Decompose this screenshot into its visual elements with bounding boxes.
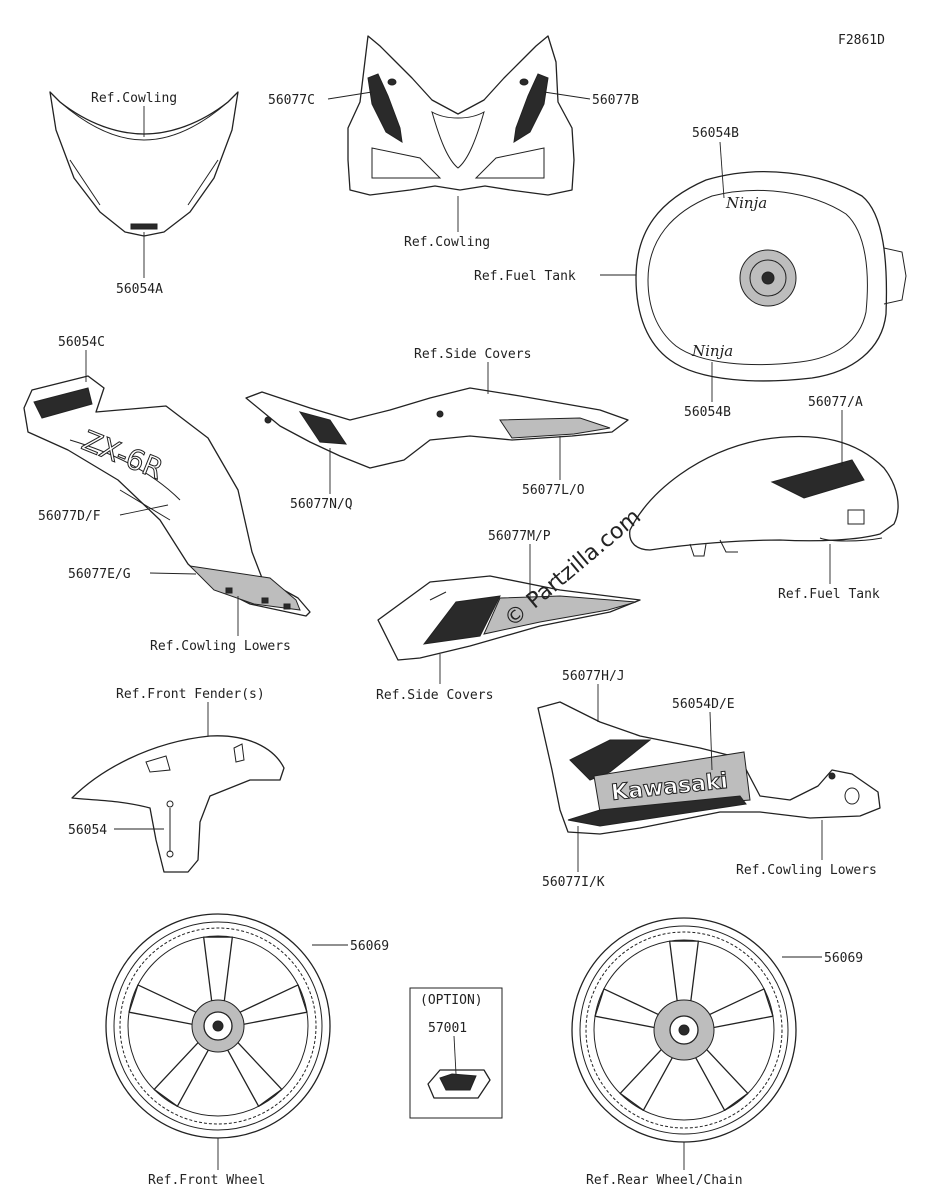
label-56054A: 56054A — [116, 282, 163, 297]
lower-cowling-drawing: Kawasaki — [537, 701, 881, 835]
label-ref-cowling-top: Ref.Cowling — [91, 91, 177, 106]
label-56077H-J: 56077H/J — [562, 669, 625, 684]
front-cowling-drawing — [347, 35, 575, 196]
option-box — [409, 987, 503, 1119]
fuel-tank-top-drawing: Ninja Ninja — [635, 171, 907, 382]
label-56077D-F: 56077D/F — [38, 509, 101, 524]
label-ref-side-covers-bottom: Ref.Side Covers — [376, 688, 493, 703]
label-ref-cowling-front: Ref.Cowling — [404, 235, 490, 250]
label-57001: 57001 — [428, 1021, 467, 1036]
label-56077L-O: 56077L/O — [522, 483, 585, 498]
label-ref-side-covers-top: Ref.Side Covers — [414, 347, 531, 362]
label-ref-cowling-lowers-right: Ref.Cowling Lowers — [736, 863, 877, 878]
label-ref-fuel-tank-top: Ref.Fuel Tank — [474, 269, 576, 284]
label-ref-cowling-lowers-left: Ref.Cowling Lowers — [150, 639, 291, 654]
figure-code: F2861D — [838, 33, 885, 48]
label-ref-front-wheel: Ref.Front Wheel — [148, 1173, 265, 1188]
label-56077E-G: 56077E/G — [68, 567, 131, 582]
label-56069-right: 56069 — [824, 951, 863, 966]
side-cowling-drawing: ZX-6R — [23, 375, 311, 617]
label-56054D-E: 56054D/E — [672, 697, 735, 712]
label-56077B: 56077B — [592, 93, 639, 108]
label-56077N-Q: 56077N/Q — [290, 497, 353, 512]
label-ref-front-fenders: Ref.Front Fender(s) — [116, 687, 265, 702]
label-56054B-bottom: 56054B — [684, 405, 731, 420]
lower-side-cover-drawing — [377, 575, 641, 661]
rear-wheel-drawing — [571, 917, 797, 1143]
windscreen-drawing — [49, 91, 239, 237]
label-ref-fuel-tank-right: Ref.Fuel Tank — [778, 587, 880, 602]
label-56054: 56054 — [68, 823, 107, 838]
front-wheel-drawing — [105, 913, 331, 1139]
ninja-decal-top: Ninja — [725, 194, 767, 212]
label-56077M-P: 56077M/P — [488, 529, 551, 544]
front-fender-drawing — [71, 735, 285, 873]
label-56077I-K: 56077I/K — [542, 875, 605, 890]
label-56054C: 56054C — [58, 335, 105, 350]
fuel-tank-side-drawing — [629, 435, 899, 557]
option-label: (OPTION) — [420, 993, 483, 1008]
label-56054B-top: 56054B — [692, 126, 739, 141]
label-ref-rear-wheel: Ref.Rear Wheel/Chain — [586, 1173, 743, 1188]
label-56069-left: 56069 — [350, 939, 389, 954]
label-56077-A: 56077/A — [808, 395, 863, 410]
side-covers-drawing — [245, 387, 629, 469]
label-56077C: 56077C — [268, 93, 315, 108]
ninja-decal-bottom: Ninja — [691, 342, 733, 360]
